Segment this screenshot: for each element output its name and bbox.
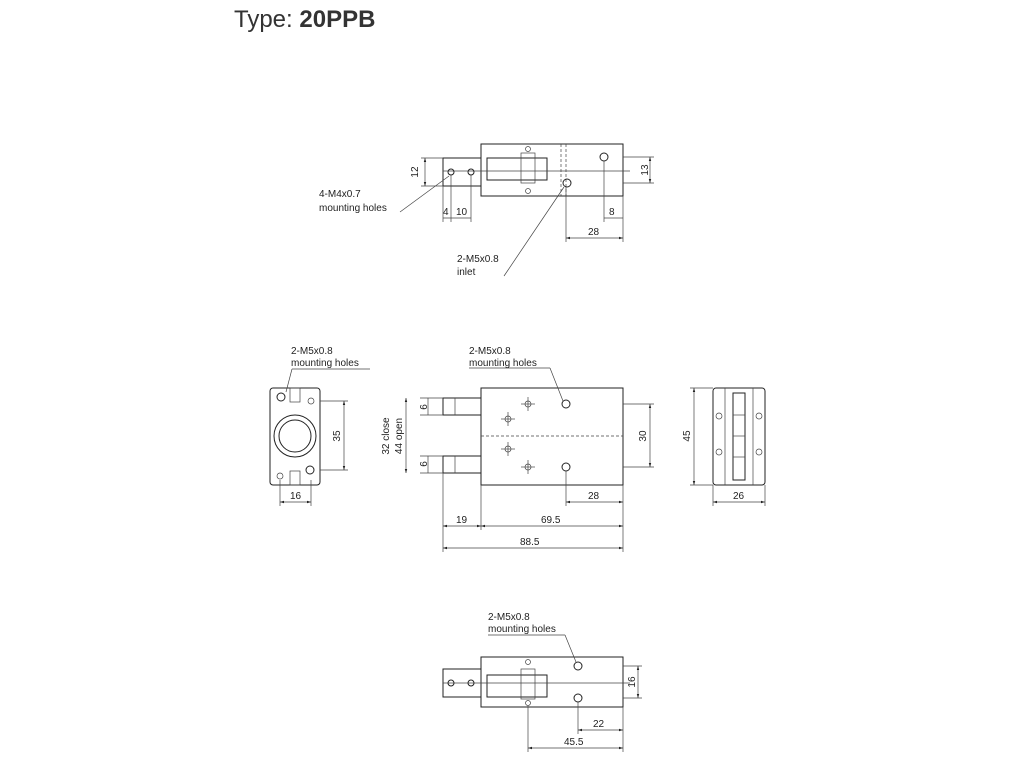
dim-6b: 6 <box>419 461 430 467</box>
model-name: 20PPB <box>299 6 376 33</box>
callout-inlet-line1: 2-M5x0.8 <box>457 254 499 265</box>
end-body <box>269 387 321 486</box>
mount-hole <box>305 465 315 475</box>
callout-m4-line1: 4-M4x0.7 <box>319 189 361 200</box>
bottom-body <box>480 656 624 708</box>
mount-hole <box>599 152 609 162</box>
right-end-body <box>712 387 766 486</box>
dim-19: 19 <box>456 515 468 526</box>
dim-45-5: 45.5 <box>564 737 584 748</box>
bottom-view: 16 22 45.5 2-M5x0.8 mounting holes <box>442 612 642 752</box>
left-end-view: 35 16 2-M5x0.8 mounting holes <box>269 346 370 506</box>
dim-16b: 16 <box>627 676 638 688</box>
callout-left-line1: 2-M5x0.8 <box>291 346 333 357</box>
dim-22: 22 <box>593 719 605 730</box>
front-jaw-upper <box>442 397 482 416</box>
callout-bottom-line2: mounting holes <box>488 624 556 635</box>
type-label: Type: <box>234 6 293 33</box>
bottom-clamp <box>520 668 536 700</box>
top-clamp <box>520 152 536 184</box>
mount-hole <box>573 661 583 671</box>
dim-45: 45 <box>682 430 693 442</box>
top-piston <box>486 157 548 181</box>
jaw-close: 32 close <box>381 417 392 455</box>
dim-4: 4 <box>443 207 449 218</box>
dim-69-5: 69.5 <box>541 515 561 526</box>
dim-35: 35 <box>332 430 343 442</box>
dim-10: 10 <box>456 207 468 218</box>
dim-6a: 6 <box>419 404 430 410</box>
m4-hole <box>467 168 475 176</box>
top-view: 12 13 4 10 8 28 4-M4x0.7 mounting holes … <box>319 143 654 278</box>
mount-hole <box>561 399 571 409</box>
dim-12: 12 <box>410 166 421 178</box>
page-title: Type: 20PPB <box>234 6 375 34</box>
right-end-slide <box>732 392 746 481</box>
dim-30: 30 <box>638 430 649 442</box>
dim-88-5: 88.5 <box>520 537 540 548</box>
dim-16: 16 <box>290 491 302 502</box>
top-body <box>480 143 624 197</box>
top-jaw <box>442 157 482 187</box>
bottom-piston <box>486 674 548 698</box>
dim-26: 26 <box>733 491 745 502</box>
front-jaw-lower <box>442 455 482 474</box>
callout-front-line2: mounting holes <box>469 358 537 369</box>
dim-28: 28 <box>588 227 600 238</box>
mount-hole <box>276 392 286 402</box>
callout-bottom-line1: 2-M5x0.8 <box>488 612 530 623</box>
inlet-hole <box>562 178 572 188</box>
dim-13: 13 <box>640 164 651 176</box>
dim-28b: 28 <box>588 491 600 502</box>
m4-hole <box>447 168 455 176</box>
right-end-view: 45 26 <box>682 387 766 506</box>
callout-m4-line2: mounting holes <box>319 203 387 214</box>
front-body <box>480 387 624 486</box>
mount-hole <box>573 693 583 703</box>
callout-inlet-line2: inlet <box>457 267 476 278</box>
jaw-open: 44 open <box>394 418 405 454</box>
dim-8: 8 <box>609 207 615 218</box>
callout-front-line1: 2-M5x0.8 <box>469 346 511 357</box>
mount-hole <box>561 462 571 472</box>
front-view: 6 6 32 close 44 open 30 28 19 69.5 88.5 … <box>381 346 654 552</box>
callout-left-line2: mounting holes <box>291 358 359 369</box>
